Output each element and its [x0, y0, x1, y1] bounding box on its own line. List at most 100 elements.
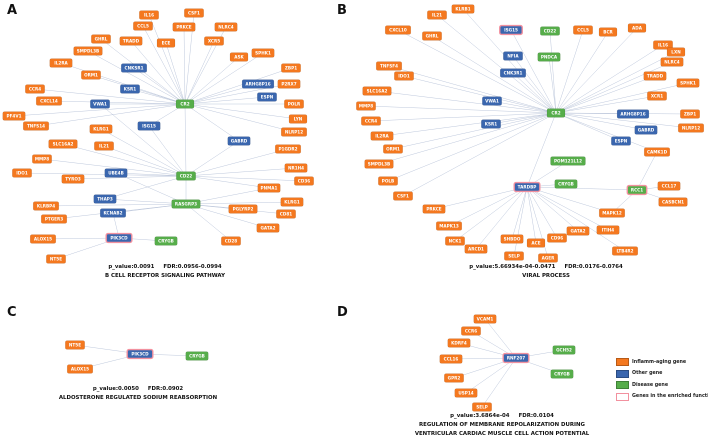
- network-edge: [555, 112, 658, 153]
- gene-node-xcr1: [647, 91, 667, 101]
- gene-node-klrbp4: [33, 201, 59, 211]
- gene-node-label: CD96: [551, 236, 563, 241]
- gene-node-prkce: [172, 22, 196, 32]
- network-edge: [431, 35, 557, 114]
- network-edge: [392, 112, 557, 150]
- gene-node-label: ESPN: [261, 95, 274, 100]
- gene-node-arhg8p16: [616, 109, 650, 119]
- gene-node-p2rx7: [277, 79, 301, 89]
- network-edge: [103, 145, 187, 177]
- network-edge: [548, 56, 557, 114]
- network-edge: [555, 27, 638, 114]
- gene-node-label: ZBP1: [285, 66, 297, 71]
- network-edge: [513, 186, 528, 257]
- network-edge: [511, 186, 528, 240]
- gene-node-label: ESPN: [615, 139, 628, 144]
- network-edge: [133, 67, 186, 105]
- gene-node-label: ORM1: [386, 147, 400, 152]
- network-edge: [184, 103, 240, 142]
- gene-node-casbcn1: [658, 197, 688, 207]
- gene-node-label: IL2RA: [375, 134, 389, 139]
- gene-node-ccl5: [133, 21, 153, 31]
- gene-node-ido1: [12, 168, 32, 178]
- gene-node-label: SELP: [508, 254, 520, 259]
- gene-node-lxn: [666, 47, 686, 57]
- network-edge: [526, 186, 537, 244]
- pathway-title: VENTRICULAR CARDIAC MUSCLE CELL ACTION P…: [414, 431, 590, 437]
- gene-node-cd81: [276, 209, 296, 219]
- gene-node-label: GCH52: [556, 348, 572, 353]
- gene-node-label: VWA1: [93, 102, 107, 107]
- gene-node-espn: [611, 136, 631, 146]
- gene-node-cxcl14: [36, 96, 62, 106]
- network-edge: [185, 167, 297, 177]
- network-edge: [555, 112, 647, 131]
- gene-node-il2ra: [49, 58, 73, 68]
- gene-node-label: KSR1: [485, 122, 497, 127]
- network-edge: [462, 8, 557, 114]
- network-edge: [526, 186, 613, 214]
- gene-node-polr: [284, 99, 304, 109]
- network-edge: [403, 75, 557, 114]
- network-edge: [454, 186, 528, 242]
- p-value-text: p_value:3.6864e-04: [450, 413, 510, 419]
- gene-node-gata2: [256, 223, 280, 233]
- gene-node-cd22: [540, 26, 560, 36]
- network-edge: [21, 172, 187, 177]
- gene-node-label: ISG15: [504, 28, 518, 33]
- gene-node-nr1h4: [284, 163, 308, 173]
- gene-node-label: CCL16: [444, 357, 459, 362]
- network-edge: [185, 203, 232, 242]
- gene-node-espn: [257, 92, 277, 102]
- gene-node-cnk3r1: [500, 68, 526, 78]
- gene-node-sphk1: [251, 48, 275, 58]
- gene-node-tardbp: [513, 181, 541, 193]
- network-edge: [512, 55, 557, 114]
- gene-node-label: CCR4: [365, 119, 377, 124]
- network-edge: [183, 26, 186, 105]
- network-edge: [184, 67, 292, 105]
- gene-node-pglyrp2: [228, 204, 258, 214]
- gene-node-label: BCR: [603, 30, 613, 35]
- gene-node-pf4v1: [2, 111, 26, 121]
- legend-label: Other gene: [632, 371, 663, 376]
- gene-node-label: CRYGB: [189, 354, 205, 359]
- gene-node-csf1: [184, 8, 204, 18]
- gene-node-label: ECE: [162, 41, 171, 46]
- gene-node-ccl5: [573, 25, 593, 35]
- gene-node-label: KLRG1: [284, 200, 300, 205]
- fdr-text: FDR:0.0104: [518, 413, 554, 419]
- gene-node-label: NR1H4: [288, 166, 304, 171]
- gene-node-label: P2RX7: [281, 82, 296, 87]
- gene-node-polb: [378, 176, 398, 186]
- gene-node-pndca: [537, 52, 561, 62]
- network-edge: [397, 29, 557, 114]
- gene-node-tnfs14: [23, 121, 49, 131]
- gene-node-label: ALOX15: [34, 237, 52, 242]
- gene-node-ptger3: [41, 214, 67, 224]
- gene-node-rcc1: [626, 184, 648, 196]
- network-edge: [484, 318, 517, 359]
- gene-node-kcnab2: [100, 208, 126, 218]
- gene-node-ksr1: [481, 119, 501, 129]
- gene-node-label: PTGER3: [45, 217, 63, 222]
- p-value-text: p_value:0.0091: [108, 264, 155, 270]
- gene-node-nlrp12: [281, 127, 307, 137]
- gene-node-label: PRKCE: [176, 25, 191, 30]
- gene-node-label: POLR: [288, 102, 301, 107]
- gene-node-label: NLRC4: [664, 60, 679, 65]
- stats-line: p_value:3.6864e-04 FDR:0.0104: [415, 413, 589, 419]
- network-edge: [526, 186, 579, 232]
- gene-node-label: SMPDL3B: [368, 162, 391, 167]
- pathway-title: REGULATION OF MEMBRANE REPOLARIZATION DU…: [419, 422, 585, 428]
- gene-node-label: ASK: [234, 55, 244, 60]
- network-edge: [448, 186, 528, 227]
- pathway-title: VIRAL PROCESS: [522, 273, 570, 279]
- gene-node-label: PF4V1: [7, 114, 22, 119]
- gene-node-csf1: [393, 191, 413, 201]
